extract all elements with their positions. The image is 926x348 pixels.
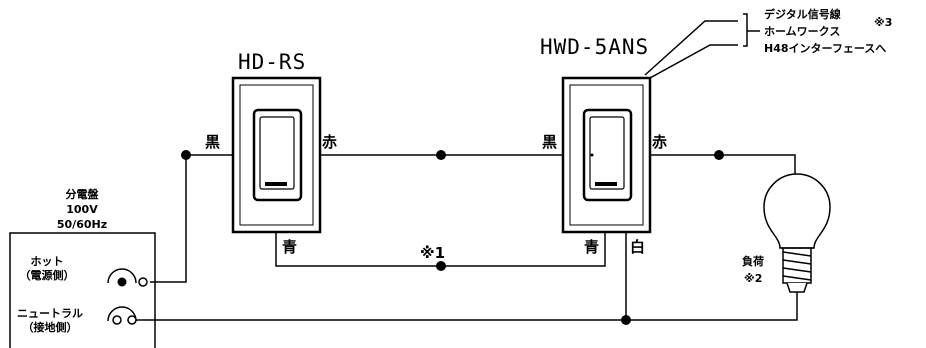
hot-terminals xyxy=(107,268,148,287)
hot-sub-label: （電源側） xyxy=(20,268,75,282)
junction-dot xyxy=(621,315,631,325)
right-red-label: 赤 xyxy=(652,133,667,151)
right-switch-model: HWD-5ANS xyxy=(540,35,649,59)
hot-wire xyxy=(150,154,233,283)
load-label: 負荷 xyxy=(742,254,764,268)
light-bulb-icon xyxy=(763,173,831,293)
load-feed-wire xyxy=(650,154,796,180)
junction-dots xyxy=(181,150,724,325)
distribution-panel: 分電盤 100V 50/60Hz ホット （電源側） ニュートラル （接地側） xyxy=(9,187,156,348)
left-blue-label: 青 xyxy=(282,238,297,256)
left-switch: HD-RS 黒 赤 青 xyxy=(205,50,337,256)
led-indicator xyxy=(595,182,617,186)
junction-dot xyxy=(181,150,191,160)
junction-dot xyxy=(714,150,724,160)
junction-dot xyxy=(436,261,446,271)
signal-label-line-3: H48インターフェースへ xyxy=(764,42,886,55)
neutral-terminals xyxy=(107,306,137,325)
junction-dot xyxy=(436,150,446,160)
right-black-label: 黒 xyxy=(542,133,557,151)
neutral-sub-label: （接地側） xyxy=(23,320,78,334)
neutral-label: ニュートラル xyxy=(17,307,83,320)
signal-bracket xyxy=(743,13,760,47)
panel-frequency: 50/60Hz xyxy=(57,218,107,231)
left-switch-model: HD-RS xyxy=(238,50,306,74)
note-1-label: ※1 xyxy=(420,244,445,262)
note-3-label: ※3 xyxy=(874,16,892,29)
neutral-wire xyxy=(136,290,798,321)
panel-title: 分電盤 xyxy=(66,187,100,201)
left-red-label: 赤 xyxy=(322,133,337,151)
led-indicator xyxy=(265,182,287,186)
panel-voltage: 100V xyxy=(66,203,98,216)
right-blue-label: 青 xyxy=(584,238,599,256)
right-white-label: 白 xyxy=(630,238,645,256)
signal-line-1 xyxy=(644,20,738,76)
left-black-label: 黒 xyxy=(205,133,220,151)
signal-label-line-1: デジタル信号線 xyxy=(764,7,841,21)
load-note: ※2 xyxy=(744,272,762,285)
hot-label: ホット xyxy=(31,255,64,268)
digital-signal-labels: デジタル信号線 ホームワークス H48インターフェースへ ※3 xyxy=(764,7,892,55)
signal-line-2 xyxy=(649,44,738,79)
signal-label-line-2: ホームワークス xyxy=(764,25,840,38)
right-switch: HWD-5ANS 黒 赤 青 白 xyxy=(540,35,667,256)
